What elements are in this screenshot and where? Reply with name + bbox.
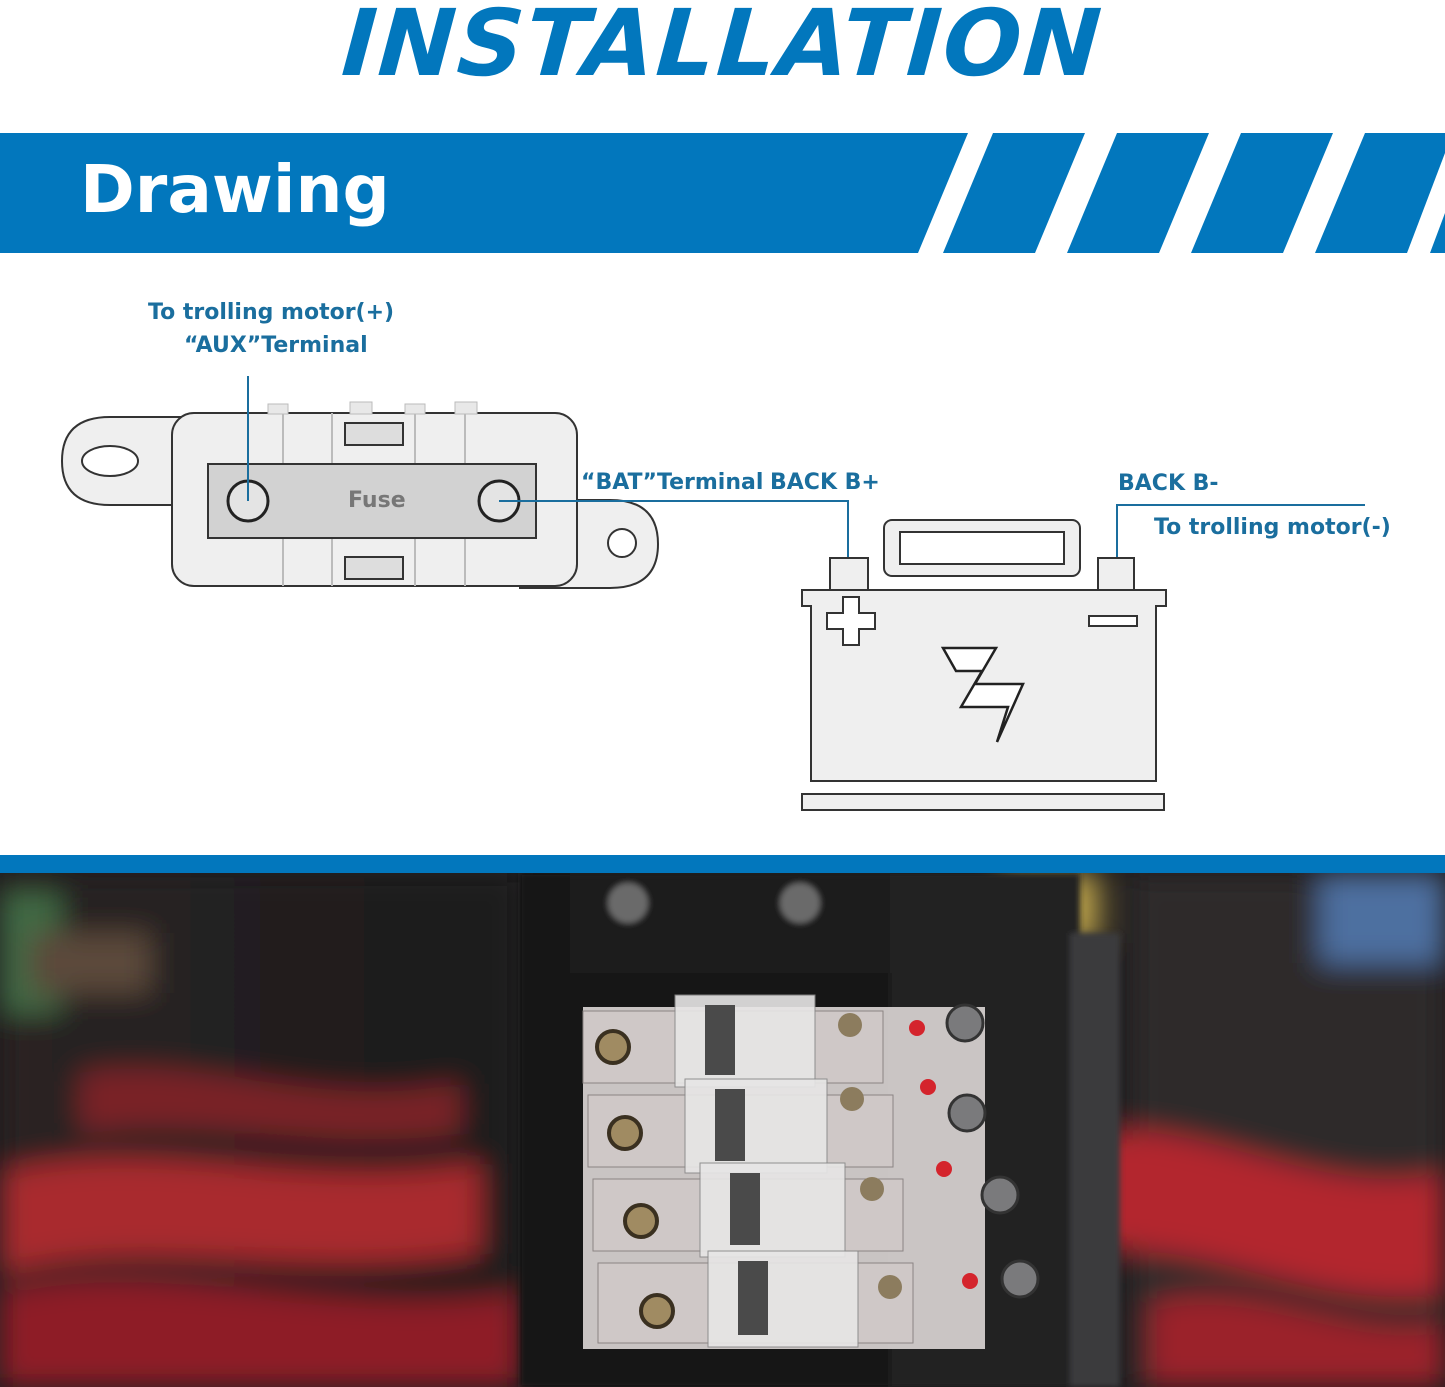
installation-photo — [0, 873, 1445, 1387]
section-divider — [0, 855, 1445, 873]
right-mount-hole — [607, 528, 637, 558]
bat-terminal-label: “BAT”Terminal — [581, 470, 764, 495]
battery — [801, 519, 1167, 811]
fuse-block-stack — [582, 994, 1040, 1349]
top-clip — [344, 422, 404, 446]
section-banner — [0, 133, 1445, 253]
fuse-label: Fuse — [348, 488, 406, 513]
battery-handle-grip — [899, 531, 1065, 565]
aux-label-line2: “AUX”Terminal — [184, 333, 368, 358]
motor-minus-label: To trolling motor(-) — [1154, 515, 1391, 540]
banner-stripe — [1191, 133, 1333, 253]
fuse-block — [587, 1078, 936, 1174]
bottom-clip — [344, 556, 404, 580]
bplus-leader — [499, 500, 849, 562]
battery-plus-post — [829, 557, 869, 593]
page-title: INSTALLATION — [338, 0, 1107, 97]
banner-stripe — [1430, 213, 1445, 253]
fuse-block — [597, 1250, 978, 1348]
minus-icon — [1088, 615, 1138, 627]
plus-icon — [826, 596, 876, 646]
back-bplus-label: BACK B+ — [770, 470, 880, 495]
fuse-block — [592, 1161, 952, 1258]
aux-label-line1: To trolling motor(+) — [148, 300, 395, 325]
back-bminus-label: BACK B- — [1118, 471, 1219, 496]
battery-minus-post — [1097, 557, 1135, 593]
fuse-holder — [60, 401, 660, 589]
banner-stripe — [1067, 133, 1209, 253]
banner-band — [0, 133, 968, 253]
section-label: Drawing — [80, 151, 390, 228]
banner-stripe — [1315, 133, 1445, 253]
lightning-bolt-icon — [940, 646, 1025, 743]
fuse-block — [582, 994, 925, 1088]
banner-stripe — [943, 133, 1085, 253]
bminus-leader — [1116, 504, 1365, 562]
wiring-diagram — [60, 376, 1365, 811]
terminal-bolts — [945, 1003, 1040, 1299]
battery-base — [801, 793, 1165, 811]
leader-lines — [247, 376, 1365, 562]
left-mount-hole — [81, 445, 139, 477]
